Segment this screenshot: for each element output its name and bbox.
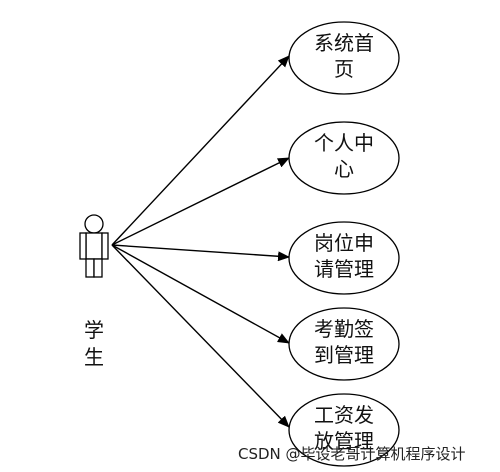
use-cases: 系统首 页 个人中 心 岗位申 请管理 考勤签 到管理 工资发 放管理 bbox=[288, 21, 400, 467]
use-case-ellipse bbox=[288, 307, 400, 381]
actor-figure bbox=[79, 214, 109, 278]
association-arrow-1 bbox=[111, 55, 290, 246]
actor-right-arm bbox=[101, 232, 109, 260]
use-case-label-line-2: 请管理 bbox=[314, 257, 374, 281]
use-case-ellipse bbox=[288, 121, 400, 195]
use-case-label-line-2: 放管理 bbox=[314, 429, 374, 453]
association-arrow-3 bbox=[111, 244, 290, 262]
association-arrow-5 bbox=[111, 244, 290, 428]
use-case-label-line-1: 工资发 bbox=[314, 403, 374, 427]
use-case-personal-center[interactable]: 个人中 心 bbox=[288, 121, 400, 195]
actor-body bbox=[85, 232, 103, 260]
use-case-salary[interactable]: 工资发 放管理 bbox=[288, 393, 400, 467]
association-arrow-2 bbox=[111, 157, 290, 246]
watermark: CSDN @毕设老哥计算机程序设计 bbox=[238, 445, 466, 463]
use-case-attendance[interactable]: 考勤签 到管理 bbox=[288, 307, 400, 381]
use-case-ellipse bbox=[288, 21, 400, 95]
actor-head bbox=[84, 214, 104, 234]
use-case-label-line-2: 页 bbox=[334, 57, 354, 81]
use-case-label-line-1: 个人中 bbox=[314, 131, 374, 155]
associations bbox=[111, 55, 290, 428]
actor-left-leg bbox=[85, 258, 95, 278]
use-case-label-line-1: 考勤签 bbox=[314, 317, 374, 341]
use-case-label-line-1: 系统首 bbox=[314, 31, 374, 55]
use-case-system-home[interactable]: 系统首 页 bbox=[288, 21, 400, 95]
association-arrow-4 bbox=[111, 244, 290, 344]
actor-left-arm bbox=[79, 232, 87, 260]
use-case-label-line-2: 到管理 bbox=[314, 343, 374, 367]
use-case-label-line-1: 岗位申 bbox=[314, 231, 374, 255]
use-case-position-application[interactable]: 岗位申 请管理 bbox=[288, 221, 400, 295]
actor-label-char-2: 生 bbox=[84, 345, 104, 369]
use-case-ellipse bbox=[288, 393, 400, 467]
use-case-label-line-2: 心 bbox=[334, 157, 354, 181]
actor-label-char-1: 学 bbox=[84, 318, 104, 342]
use-case-ellipse bbox=[288, 221, 400, 295]
actor-right-leg bbox=[93, 258, 103, 278]
